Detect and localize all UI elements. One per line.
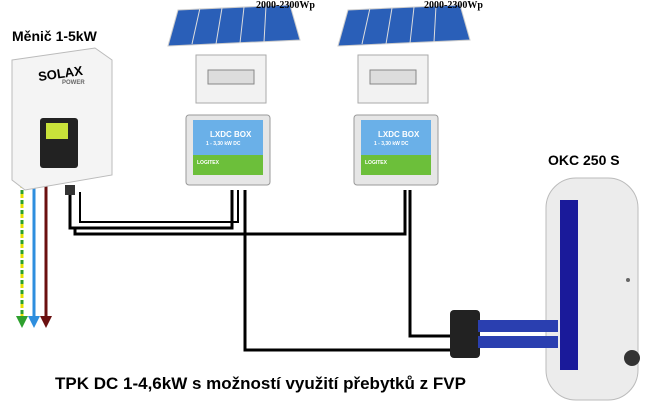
lxdc-box-2-body [353, 114, 439, 186]
heating-element [450, 310, 558, 358]
lxdc-box-2-title: LXDC BOX [378, 130, 420, 139]
water-tank [545, 177, 640, 401]
junction-box-1 [195, 54, 267, 104]
dc-wires [68, 190, 450, 352]
solar-panels-2 [337, 4, 471, 47]
caption: TPK DC 1-4,6kW s možností využití přebyt… [55, 374, 466, 393]
inverter-brand-sub: POWER [62, 80, 85, 86]
lxdc-box-1-sub: 1 - 3,30 kW DC [206, 141, 241, 147]
lxdc-box-2-sub: 1 - 3,30 kW DC [374, 141, 409, 147]
inverter [11, 47, 113, 195]
junction-box-2 [357, 54, 429, 104]
array-1-power: 2000-2300Wp [256, 0, 315, 11]
lxdc-box-2-brand: LOGITEX [365, 160, 387, 166]
array-2-power: 2000-2300Wp [424, 0, 483, 11]
ac-output-arrows [16, 180, 52, 328]
solar-panels-1 [167, 4, 301, 47]
lxdc-box-1-title: LXDC BOX [210, 130, 252, 139]
inverter-title: Měnič 1-5kW [12, 28, 97, 44]
lxdc-box-1-brand: LOGITEX [197, 160, 219, 166]
lxdc-box-1-body [185, 114, 271, 186]
tank-title: OKC 250 S [548, 152, 620, 168]
